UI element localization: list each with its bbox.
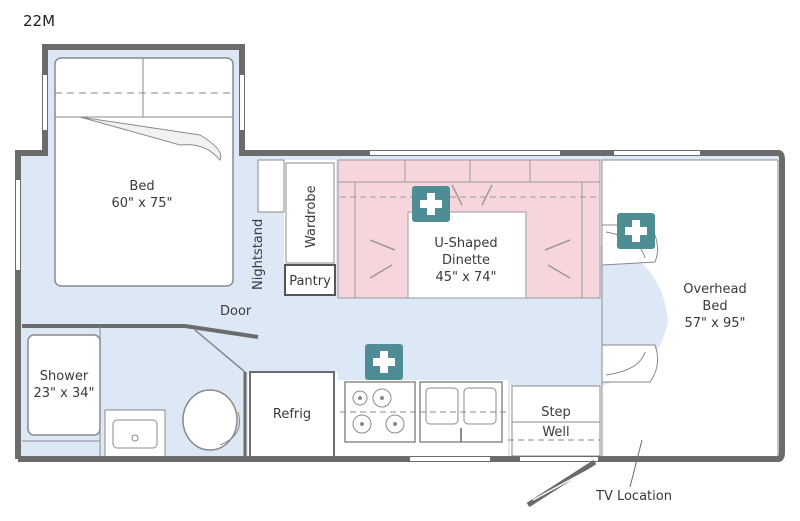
well-label: Well	[542, 425, 569, 440]
dinette-label-2: Dinette	[442, 253, 490, 268]
wardrobe	[285, 162, 335, 264]
windows	[16, 75, 700, 461]
overhead-bed-label-1: Overhead	[683, 282, 747, 297]
overhead-bed-size: 57" x 95"	[684, 316, 745, 331]
tv-location-label: TV Location	[595, 489, 672, 504]
bed-label: Bed	[129, 179, 154, 194]
bed-size: 60" x 75"	[111, 196, 172, 211]
option-plus-icon[interactable]	[412, 186, 450, 222]
refrigerator	[249, 371, 335, 459]
cab-seat-lower	[601, 344, 659, 383]
option-plus-icon[interactable]	[617, 213, 655, 249]
door-label: Door	[220, 304, 252, 319]
refrig-label: Refrig	[273, 407, 311, 422]
dinette-table	[407, 211, 527, 299]
dinette-label-1: U-Shaped	[434, 236, 497, 251]
nightstand	[257, 159, 285, 213]
pantry	[284, 264, 336, 296]
step-well	[511, 385, 601, 457]
option-plus-icon[interactable]	[365, 344, 403, 380]
tv-pointer	[629, 439, 643, 488]
shower	[27, 334, 101, 436]
exterior-walls	[15, 44, 785, 462]
overhead-bed-label-2: Bed	[702, 299, 727, 314]
shower-size: 23" x 34"	[33, 386, 94, 401]
nightstand-label: Nightstand	[251, 219, 266, 290]
entry-door	[526, 459, 597, 508]
toilet	[182, 389, 238, 451]
dinette-size: 45" x 74"	[435, 270, 496, 285]
wardrobe-label: Wardrobe	[304, 185, 319, 248]
model-title: 22M	[23, 12, 55, 30]
step-label: Step	[541, 405, 571, 420]
pantry-label: Pantry	[289, 274, 331, 289]
shower-label: Shower	[40, 369, 89, 384]
bed	[54, 57, 234, 287]
